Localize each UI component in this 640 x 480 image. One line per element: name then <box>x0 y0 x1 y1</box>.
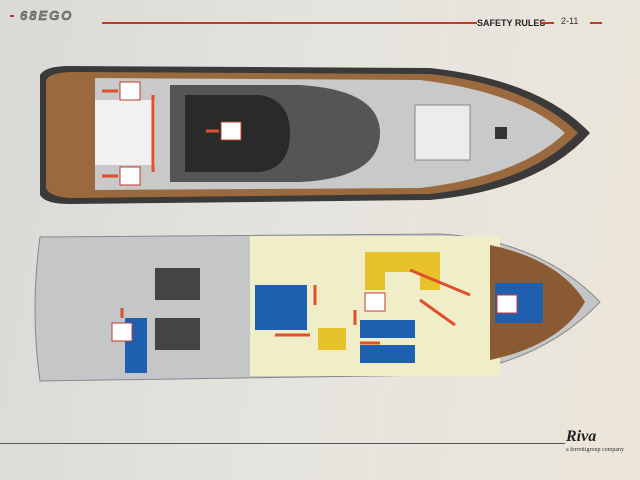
deck-plan-top <box>40 66 590 204</box>
section-title: SAFETY RULES <box>477 18 546 28</box>
footer-rule <box>0 443 565 444</box>
header-dash <box>590 22 602 24</box>
deck-plan-lower <box>34 233 601 382</box>
header-rule <box>102 22 477 24</box>
header-dash <box>10 15 14 17</box>
header-dash <box>540 22 554 24</box>
page-number: 2-11 <box>561 16 579 26</box>
model-logo: 68EGO <box>20 8 74 23</box>
brand-tagline: a ferrettigroup company <box>566 447 624 453</box>
brand-logo: Riva <box>566 428 597 445</box>
